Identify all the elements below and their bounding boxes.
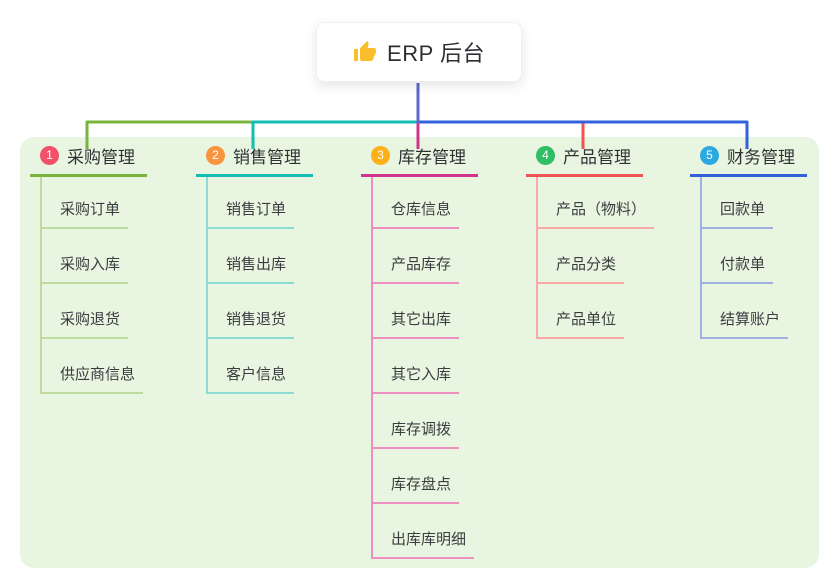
branch-title-product[interactable]: 4 产品管理 (526, 137, 643, 177)
child-node[interactable]: 产品（物料） (538, 177, 655, 229)
child-node[interactable]: 采购订单 (42, 177, 129, 229)
branch-items: 回款单 付款单 结算账户 (700, 177, 789, 339)
branch-items: 采购订单 采购入库 采购退货 供应商信息 (40, 177, 144, 394)
branch-label: 库存管理 (398, 148, 466, 167)
thumbs-up-icon (354, 41, 377, 61)
child-node[interactable]: 仓库信息 (373, 177, 460, 229)
branch-label: 财务管理 (727, 148, 795, 167)
child-node[interactable]: 出库库明细 (373, 504, 475, 559)
branch-inventory: 3 库存管理 仓库信息 产品库存 其它出库 其它入库 库存调拨 库存盘点 出库库… (361, 137, 478, 559)
child-node[interactable]: 回款单 (702, 177, 774, 229)
branch-items: 仓库信息 产品库存 其它出库 其它入库 库存调拨 库存盘点 出库库明细 (371, 177, 475, 559)
branch-items: 产品（物料） 产品分类 产品单位 (536, 177, 655, 339)
branch-label: 销售管理 (233, 148, 301, 167)
branch-index-badge: 2 (206, 146, 225, 165)
branch-index-badge: 4 (536, 146, 555, 165)
child-node[interactable]: 销售订单 (208, 177, 295, 229)
child-node[interactable]: 产品分类 (538, 229, 625, 284)
child-node[interactable]: 销售退货 (208, 284, 295, 339)
branch-title-inventory[interactable]: 3 库存管理 (361, 137, 478, 177)
branch-purchase: 1 采购管理 采购订单 采购入库 采购退货 供应商信息 (30, 137, 147, 394)
branch-title-finance[interactable]: 5 财务管理 (690, 137, 807, 177)
branch-title-purchase[interactable]: 1 采购管理 (30, 137, 147, 177)
child-node[interactable]: 付款单 (702, 229, 774, 284)
child-node[interactable]: 其它出库 (373, 284, 460, 339)
branch-title-sales[interactable]: 2 销售管理 (196, 137, 313, 177)
branch-label: 采购管理 (67, 148, 135, 167)
child-node[interactable]: 销售出库 (208, 229, 295, 284)
child-node[interactable]: 产品单位 (538, 284, 625, 339)
child-node[interactable]: 库存盘点 (373, 449, 460, 504)
child-node[interactable]: 库存调拨 (373, 394, 460, 449)
branch-index-badge: 1 (40, 146, 59, 165)
child-node[interactable]: 客户信息 (208, 339, 295, 394)
branch-sales: 2 销售管理 销售订单 销售出库 销售退货 客户信息 (196, 137, 313, 394)
branch-label: 产品管理 (563, 148, 631, 167)
root-node[interactable]: ERP 后台 (316, 22, 522, 82)
child-node[interactable]: 其它入库 (373, 339, 460, 394)
child-node[interactable]: 供应商信息 (42, 339, 144, 394)
branches-panel: 1 采购管理 采购订单 采购入库 采购退货 供应商信息 2 销售管理 销售订单 … (20, 137, 819, 568)
branch-index-badge: 3 (371, 146, 390, 165)
branch-finance: 5 财务管理 回款单 付款单 结算账户 (690, 137, 807, 339)
child-node[interactable]: 产品库存 (373, 229, 460, 284)
child-node[interactable]: 采购入库 (42, 229, 129, 284)
branch-items: 销售订单 销售出库 销售退货 客户信息 (206, 177, 295, 394)
branch-index-badge: 5 (700, 146, 719, 165)
branch-product: 4 产品管理 产品（物料） 产品分类 产品单位 (526, 137, 655, 339)
child-node[interactable]: 结算账户 (702, 284, 789, 339)
root-node-label: ERP 后台 (387, 41, 485, 66)
child-node[interactable]: 采购退货 (42, 284, 129, 339)
